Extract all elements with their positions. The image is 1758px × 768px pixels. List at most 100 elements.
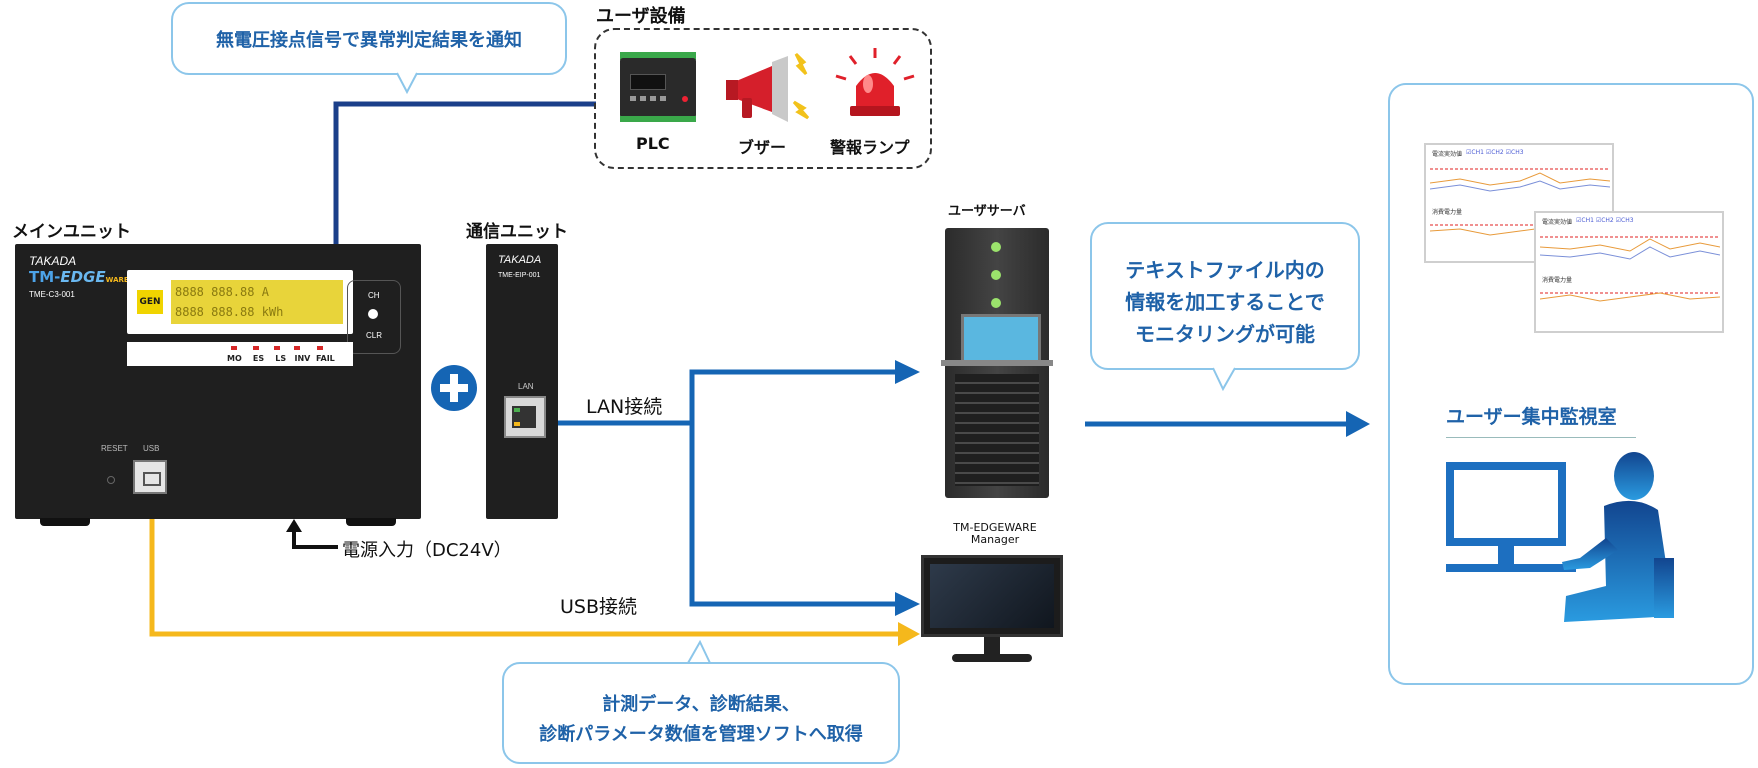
manager-title-line-2: Manager bbox=[970, 533, 1020, 546]
monitoring-room-box bbox=[1388, 83, 1754, 685]
chart-1-legend-ch2: CH2 bbox=[1491, 149, 1504, 156]
chart-2-legend-ch3: CH3 bbox=[1621, 217, 1634, 224]
monitoring-room-title: ユーザー集中監視室 bbox=[1446, 406, 1617, 428]
chart-1-legend-ch1: CH1 bbox=[1471, 149, 1484, 156]
buzzer-icon bbox=[726, 52, 810, 122]
monitor-callout-line-2: 情報を加工することで bbox=[1125, 290, 1325, 314]
chart-2-legend-ch1: CH1 bbox=[1581, 217, 1594, 224]
monitor-callout: テキストファイル内の 情報を加工することで モニタリングが可能 bbox=[1090, 222, 1360, 370]
chart-2-plot-2 bbox=[1540, 292, 1720, 302]
lcd-line-2: 8888 888.88 kWh bbox=[175, 305, 284, 319]
usb-arrow bbox=[898, 622, 920, 646]
lan-port[interactable] bbox=[504, 396, 546, 438]
notify-callout-tail bbox=[396, 72, 418, 94]
main-unit-model: TME-C3-001 bbox=[29, 290, 75, 299]
alarm-lamp-icon bbox=[835, 48, 915, 116]
select-dial-icon[interactable] bbox=[368, 309, 378, 319]
chart-1-subtitle: 消費電力量 bbox=[1432, 209, 1463, 216]
usb-wire bbox=[149, 490, 900, 637]
acquire-callout-tail bbox=[687, 640, 711, 664]
monitor-chart-card-2: 電流実効値 ☑CH1 ☑CH2 ☑CH3 消費電力量 bbox=[1534, 211, 1724, 333]
main-unit-body: TAKADA TM-EDGEWARE TME-C3-001 GEN 8888 8… bbox=[15, 244, 421, 519]
monitor-callout-line-1: テキストファイル内の bbox=[1125, 258, 1325, 282]
comm-unit-model: TME-EIP-001 bbox=[498, 272, 541, 279]
power-arrow-line bbox=[292, 530, 338, 549]
manager-title-line-1: TM-EDGEWARE bbox=[953, 521, 1037, 534]
logo-tm: TM- bbox=[29, 268, 61, 286]
chart-2-title: 電流実効値 bbox=[1542, 219, 1573, 226]
monitor-callout-line-3: モニタリングが可能 bbox=[1135, 322, 1315, 346]
chart-2-legend: ☑CH1 ☑CH2 ☑CH3 bbox=[1576, 217, 1634, 224]
chart-1-plot bbox=[1430, 168, 1610, 192]
contact-signal-wire bbox=[333, 101, 596, 244]
lcd-line-1: 8888 888.88 A bbox=[175, 285, 269, 299]
chart-2-legend-ch2: CH2 bbox=[1601, 217, 1614, 224]
lcd-screen: 8888 888.88 A 8888 888.88 kWh bbox=[171, 280, 343, 324]
plc-label: PLC bbox=[636, 134, 670, 153]
monitoring-room-divider bbox=[1446, 437, 1636, 438]
ch-clr-panel[interactable]: CH CLR bbox=[347, 280, 401, 354]
lan-connection-label: LAN接続 bbox=[586, 396, 663, 418]
lan-wire-branch bbox=[689, 423, 895, 607]
server-title: ユーザサーバ bbox=[948, 204, 1026, 219]
monitor-stand bbox=[984, 637, 1000, 655]
operator-icon bbox=[1446, 452, 1674, 622]
indicator-fail: FAIL bbox=[315, 354, 335, 363]
lan-port-label: LAN bbox=[518, 382, 534, 391]
usb-connection-label: USB接続 bbox=[560, 596, 638, 618]
logo-edge: EDGE bbox=[60, 268, 106, 286]
monitor-arrow bbox=[1346, 411, 1370, 437]
indicator-inv: INV bbox=[294, 354, 311, 363]
lan-arrow-manager bbox=[895, 592, 920, 616]
logo-ware: WARE bbox=[105, 276, 129, 284]
chart-1-legend-ch3: CH3 bbox=[1511, 149, 1524, 156]
chart-1-title: 電流実効値 bbox=[1432, 151, 1463, 158]
gen-badge: GEN bbox=[137, 290, 163, 314]
main-unit-foot-right bbox=[346, 518, 396, 526]
main-unit-logo: TM-EDGEWARE bbox=[29, 268, 129, 286]
server-screen bbox=[961, 314, 1041, 364]
main-unit-foot-left bbox=[40, 518, 90, 526]
monitor-base bbox=[952, 654, 1032, 662]
display-panel: GEN 8888 888.88 A 8888 888.88 kWh bbox=[127, 270, 353, 334]
reset-label: RESET bbox=[101, 444, 128, 453]
buzzer-label: ブザー bbox=[738, 138, 787, 157]
user-equipment-box bbox=[594, 28, 932, 169]
chart-1-legend: ☑CH1 ☑CH2 ☑CH3 bbox=[1466, 149, 1524, 156]
plus-icon bbox=[431, 365, 477, 411]
reset-button[interactable] bbox=[107, 476, 115, 484]
acquire-callout-line-1: 計測データ、診断結果、 bbox=[602, 694, 800, 715]
comm-unit-brand: TAKADA bbox=[498, 254, 542, 266]
led-fail bbox=[317, 346, 323, 350]
plc-device bbox=[620, 52, 696, 122]
server-rack bbox=[941, 228, 1053, 498]
led-ls bbox=[274, 346, 280, 350]
notify-callout-text: 無電圧接点信号で異常判定結果を通知 bbox=[216, 30, 522, 51]
manager-title: TM-EDGEWARE Manager bbox=[930, 522, 1060, 546]
comm-unit-title: 通信ユニット bbox=[466, 222, 568, 242]
monitor-callout-tail bbox=[1212, 367, 1236, 391]
lan-wire bbox=[548, 369, 895, 426]
usb-port-label: USB bbox=[143, 444, 160, 453]
indicator-es: ES bbox=[252, 354, 265, 363]
usb-port[interactable] bbox=[133, 460, 167, 494]
chart-2-subtitle: 消費電力量 bbox=[1542, 277, 1573, 284]
indicator-ls: LS bbox=[275, 354, 287, 363]
power-arrow-head bbox=[286, 519, 302, 532]
led-inv bbox=[294, 346, 300, 350]
ch-label: CH bbox=[368, 291, 380, 300]
led-es bbox=[253, 346, 259, 350]
lan-arrow-server bbox=[895, 360, 920, 384]
indicator-strip: MO ES LS INV FAIL bbox=[127, 342, 353, 366]
clr-label: CLR bbox=[366, 331, 383, 340]
indicator-mo: MO bbox=[227, 354, 242, 363]
led-mo bbox=[231, 346, 237, 350]
manager-monitor bbox=[921, 555, 1063, 637]
power-input-label: 電源入力（DC24V） bbox=[342, 540, 512, 561]
chart-2-plot bbox=[1540, 236, 1720, 260]
indicator-labels: MO ES LS INV FAIL bbox=[227, 354, 335, 363]
acquire-callout: 計測データ、診断結果、 診断パラメータ数値を管理ソフトへ取得 bbox=[502, 662, 900, 764]
comm-unit-body: TAKADA TME-EIP-001 LAN bbox=[486, 244, 558, 519]
notify-callout: 無電圧接点信号で異常判定結果を通知 bbox=[171, 2, 567, 75]
